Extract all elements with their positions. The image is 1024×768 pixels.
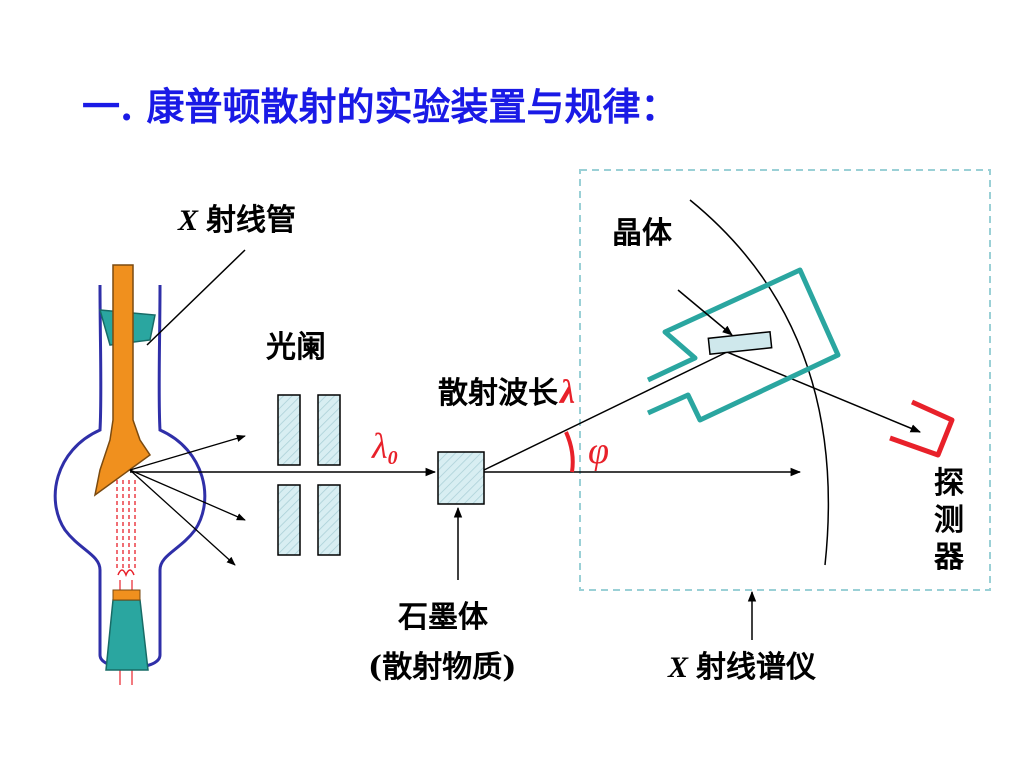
emitted-rays xyxy=(129,434,246,566)
label-lambda0: λ0 xyxy=(371,426,398,469)
label-aperture: 光阑 xyxy=(266,330,326,365)
label-crystal: 晶体 xyxy=(612,216,673,251)
aperture-slits xyxy=(277,394,341,556)
detector xyxy=(889,399,955,458)
crystal-pointer xyxy=(677,289,733,336)
anode xyxy=(93,264,152,497)
aperture-slit-upper-right xyxy=(317,394,341,466)
label-xray-tube-text: 射线管 xyxy=(206,203,296,238)
label-scattered-wavelength-text: 散射波长 xyxy=(438,376,558,411)
label-scattered-wavelength: 散射波长λ xyxy=(438,374,575,411)
page-title: 一. 康普顿散射的实验装置与规律： xyxy=(82,84,678,129)
aperture-slit-lower-left xyxy=(277,484,301,556)
spectrometer-dashed-box xyxy=(579,169,991,591)
xray-tube xyxy=(53,264,207,685)
label-lambda: λ xyxy=(558,374,575,411)
label-scattering-material: (散射物质) xyxy=(368,650,516,685)
aperture-slit-lower-right xyxy=(317,484,341,556)
scattered-beam xyxy=(483,351,728,471)
label-spectrometer-text: 射线谱仪 xyxy=(696,650,816,685)
label-lambda0-subscript: 0 xyxy=(388,447,398,469)
crystal-housing xyxy=(646,267,841,423)
label-xray-tube-x: X xyxy=(177,204,199,237)
graphite-block xyxy=(437,451,485,505)
label-detector-2: 测 xyxy=(934,503,964,538)
label-lambda0-symbol: λ xyxy=(371,426,388,466)
filament-coil xyxy=(117,569,135,578)
xray-tube-pointer xyxy=(146,249,246,346)
cathode-cap xyxy=(112,589,141,601)
label-spectrometer-x: X xyxy=(667,651,689,684)
spectrometer-arc xyxy=(689,199,830,566)
lower-insulator xyxy=(105,599,149,671)
label-detector-3: 器 xyxy=(933,540,965,575)
electron-beam xyxy=(116,480,136,570)
aperture-slit-upper-left xyxy=(277,394,301,466)
label-graphite: 石墨体 xyxy=(397,600,489,635)
crystal xyxy=(707,330,773,356)
diffracted-beam xyxy=(726,351,921,433)
scattering-angle-arc xyxy=(564,431,575,473)
label-detector-1: 探 xyxy=(934,466,964,501)
label-phi: φ xyxy=(588,430,609,472)
